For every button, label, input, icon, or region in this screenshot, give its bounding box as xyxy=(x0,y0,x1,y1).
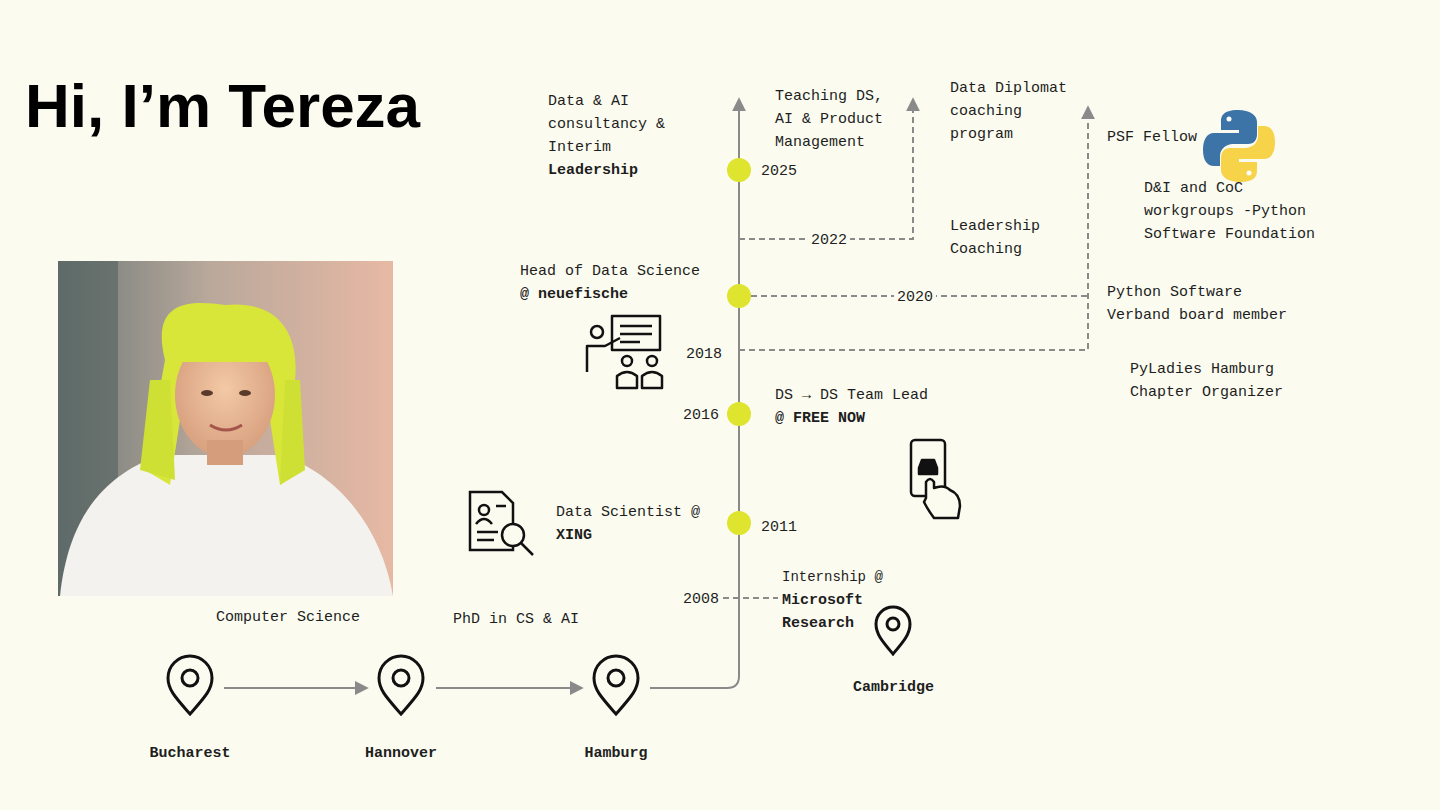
city-name: Bucharest xyxy=(149,742,230,765)
city-name: Hamburg xyxy=(584,742,647,765)
teaching-icon xyxy=(587,316,662,388)
role-text: Teaching DS, AI & Product Management xyxy=(775,85,891,154)
company-name: @ FREE NOW xyxy=(775,407,865,430)
portrait-photo xyxy=(58,261,393,596)
timeline-lines xyxy=(224,100,1088,688)
role-text: Data Scientist @ xyxy=(556,501,700,524)
role-text: Data & AI consultancy & Interim xyxy=(548,90,676,159)
year-label: 2020 xyxy=(894,286,936,309)
role-text: Python Software Verband board member xyxy=(1107,281,1293,327)
role-text: Data Diplomat coaching program xyxy=(950,77,1076,146)
year-label: 2016 xyxy=(683,404,719,427)
company-name: Microsoft Research xyxy=(782,589,878,635)
ride-app-icon xyxy=(911,440,960,518)
year-label: 2018 xyxy=(686,343,722,366)
slide-title: Hi, I’m Tereza xyxy=(25,68,420,144)
role-text: Head of Data Science xyxy=(520,260,700,283)
year-dots xyxy=(727,158,751,535)
role-text: D&I and CoC workgroups -Python Software … xyxy=(1144,177,1322,246)
python-logo xyxy=(1203,110,1275,182)
year-label: 2025 xyxy=(761,160,797,183)
role-text: Leadership xyxy=(548,159,638,182)
year-label: 2011 xyxy=(761,516,797,539)
company-name: XING xyxy=(556,524,592,547)
role-text: Leadership Coaching xyxy=(950,215,1050,261)
study-label: Computer Science xyxy=(216,606,360,629)
year-label: 2022 xyxy=(808,229,850,252)
role-text: Internship @ xyxy=(782,566,883,589)
company-name: @ neuefische xyxy=(520,283,628,306)
study-label: PhD in CS & AI xyxy=(453,608,579,631)
role-text: PyLadies Hamburg Chapter Organizer xyxy=(1130,358,1288,404)
city-name: Cambridge xyxy=(853,676,934,699)
city-name: Hannover xyxy=(365,742,437,765)
role-text: DS → DS Team Lead xyxy=(775,384,928,407)
year-label: 2008 xyxy=(683,588,719,611)
resume-icon xyxy=(470,492,533,555)
role-text: PSF Fellow xyxy=(1107,126,1197,149)
